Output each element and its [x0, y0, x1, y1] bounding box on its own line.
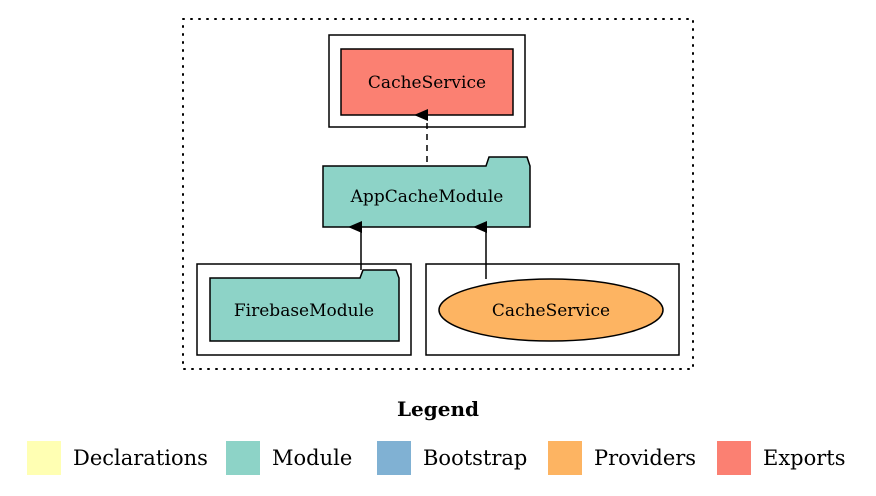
legend-swatch-declarations [27, 441, 61, 475]
imported-module-node[interactable]: FirebaseModule [209, 269, 400, 342]
provider-label: CacheService [492, 301, 610, 321]
legend: Declarations Module Bootstrap Providers … [0, 440, 876, 476]
module-dependency-diagram: CacheService AppCacheModule FirebaseModu… [182, 18, 694, 370]
legend-item-providers: Providers [548, 440, 696, 476]
exported-service-label: CacheService [368, 73, 486, 93]
module-boundary [182, 18, 694, 370]
provider-node[interactable]: CacheService [438, 278, 664, 342]
legend-label-bootstrap: Bootstrap [423, 446, 528, 470]
legend-swatch-bootstrap [377, 441, 411, 475]
legend-item-module: Module [226, 440, 352, 476]
app-module-label: AppCacheModule [350, 187, 504, 207]
legend-item-exports: Exports [717, 440, 846, 476]
legend-title: Legend [396, 397, 480, 421]
legend-swatch-exports [717, 441, 751, 475]
legend-label-declarations: Declarations [73, 446, 208, 470]
legend-item-bootstrap: Bootstrap [377, 440, 527, 476]
legend-item-declarations: Declarations [27, 440, 208, 476]
legend-swatch-module [226, 441, 260, 475]
exported-service-node[interactable]: CacheService [340, 48, 514, 116]
legend-label-providers: Providers [594, 446, 697, 470]
legend-label-exports: Exports [763, 446, 846, 470]
legend-swatch-providers [548, 441, 582, 475]
legend-label-module: Module [272, 446, 353, 470]
app-module-node[interactable]: AppCacheModule [322, 156, 531, 228]
imported-module-label: FirebaseModule [234, 301, 374, 321]
